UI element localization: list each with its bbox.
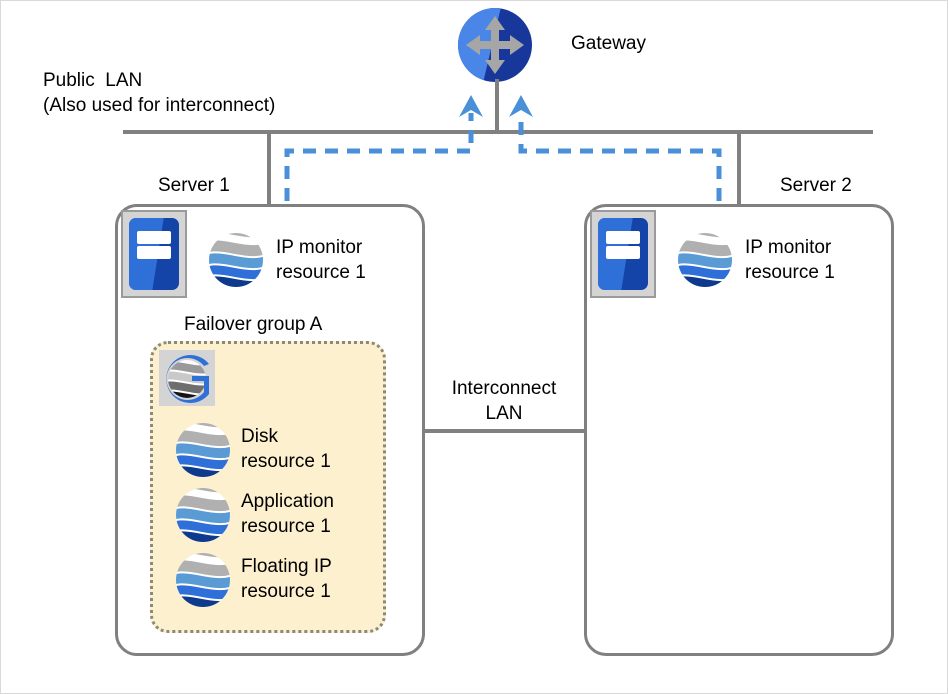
resource-globe-icon bbox=[208, 232, 264, 288]
server1-lan-drop-line bbox=[267, 132, 271, 207]
arrowhead-left bbox=[459, 95, 483, 117]
server2-box: IP monitor resource 1 bbox=[584, 204, 894, 656]
arrowhead-right bbox=[509, 95, 533, 117]
interconnect-lan-line bbox=[423, 429, 586, 433]
public-lan-label-line2: (Also used for interconnect) bbox=[43, 95, 276, 116]
interconnect-lan-label-line1: Interconnect bbox=[451, 378, 557, 399]
server1-ip-monitor-label-line1: IP monitor bbox=[276, 237, 363, 258]
resource-globe-icon bbox=[175, 487, 231, 543]
disk-resource-label-line2: resource 1 bbox=[241, 451, 331, 472]
server2-name-label: Server 2 bbox=[780, 175, 852, 196]
gateway-stem-line bbox=[495, 79, 499, 133]
server2-ip-monitor-label-line1: IP monitor bbox=[745, 237, 832, 258]
floating-ip-resource-label-line1: Floating IP bbox=[241, 556, 332, 577]
failover-group-icon bbox=[159, 350, 215, 406]
server1-box: IP monitor resource 1 Failover group A bbox=[115, 204, 425, 656]
server-machine-icon bbox=[121, 210, 187, 298]
resource-globe-icon bbox=[175, 422, 231, 478]
server1-name-label: Server 1 bbox=[158, 175, 230, 196]
resource-globe-icon bbox=[175, 552, 231, 608]
floating-ip-resource-label-line2: resource 1 bbox=[241, 581, 331, 602]
failover-group-label: Failover group A bbox=[184, 314, 323, 335]
resource-globe-icon bbox=[677, 232, 733, 288]
failover-group-a-box: Disk resource 1 Application resource 1 bbox=[150, 341, 386, 633]
disk-resource-label-line1: Disk bbox=[241, 426, 278, 447]
gateway-label: Gateway bbox=[571, 33, 646, 54]
public-lan-bus-line bbox=[123, 130, 873, 134]
public-lan-label-line1: Public LAN bbox=[43, 70, 143, 91]
interconnect-lan-label-line2: LAN bbox=[485, 403, 523, 424]
server2-lan-drop-line bbox=[737, 132, 741, 207]
server-machine-icon bbox=[590, 210, 656, 298]
gateway-router-icon bbox=[457, 7, 533, 83]
application-resource-label-line1: Application bbox=[241, 491, 334, 512]
server1-ip-monitor-label-line2: resource 1 bbox=[276, 262, 366, 283]
application-resource-label-line2: resource 1 bbox=[241, 516, 331, 537]
server2-ip-monitor-label-line2: resource 1 bbox=[745, 262, 835, 283]
